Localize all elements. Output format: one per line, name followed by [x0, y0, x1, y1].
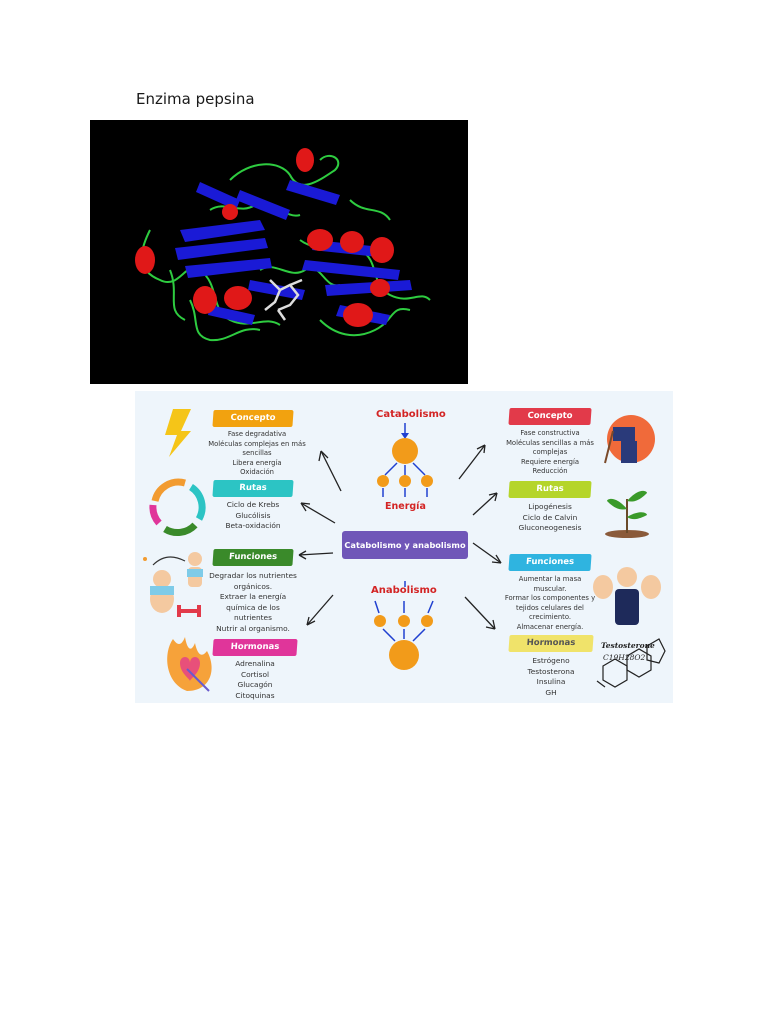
testosterone-formula: C19H28O2	[603, 653, 646, 662]
catabolism-label: Catabolismo	[376, 409, 446, 420]
body-change-icon	[143, 552, 203, 617]
testosterone-molecule-icon	[596, 638, 666, 688]
energy-label: Energía	[385, 501, 426, 512]
right-hormonas-list: Estrógeno Testosterona Insulina GH	[527, 656, 575, 697]
right-hormonas-tag: Hormonas	[508, 635, 594, 652]
center-title: Catabolismo y anabolismo	[342, 531, 468, 559]
heart-fire-icon	[167, 637, 212, 692]
testosterone-label: Testosterone	[601, 641, 655, 650]
right-funciones-list: Aumentar la masa muscular. Formar los co…	[504, 575, 596, 631]
pepsin-structure-image	[90, 120, 468, 384]
pepsin-ribbon-graphic	[90, 120, 468, 384]
catabolism-diagram	[377, 423, 433, 497]
left-concepto-tag: Concepto	[212, 410, 294, 427]
worker-icon	[604, 415, 655, 464]
metabolism-infographic: Catabolismo Energía Anabolismo Catabolis…	[135, 391, 673, 703]
left-rutas-list: Ciclo de Krebs Glucólisis Beta-oxidación	[225, 500, 281, 530]
left-concepto-list: Fase degradativa Moléculas complejas en …	[208, 430, 306, 476]
left-hormonas-list: Adrenalina Cortisol Glucagón Citoquinas	[235, 659, 275, 700]
anabolism-diagram	[374, 581, 434, 670]
right-concepto-list: Fase constructiva Moléculas sencillas a …	[506, 429, 594, 475]
cycle-icon	[149, 478, 206, 536]
plant-sprout-icon	[605, 490, 649, 538]
left-rutas-tag: Rutas	[212, 480, 294, 497]
right-rutas-list: Lipogénesis Ciclo de Calvin Gluconeogene…	[518, 502, 582, 532]
document-title: Enzima pepsina	[136, 90, 255, 108]
right-rutas-tag: Rutas	[508, 481, 592, 498]
strong-man-icon	[593, 567, 661, 625]
left-hormonas-tag: Hormonas	[212, 639, 298, 656]
left-funciones-list: Degradar los nutrientes orgánicos. Extra…	[209, 571, 297, 633]
right-funciones-tag: Funciones	[508, 554, 592, 571]
left-funciones-tag: Funciones	[212, 549, 294, 566]
anabolism-label: Anabolismo	[371, 585, 437, 596]
right-concepto-tag: Concepto	[508, 408, 592, 425]
infographic-graphics	[143, 409, 666, 692]
lightning-icon	[165, 409, 191, 457]
